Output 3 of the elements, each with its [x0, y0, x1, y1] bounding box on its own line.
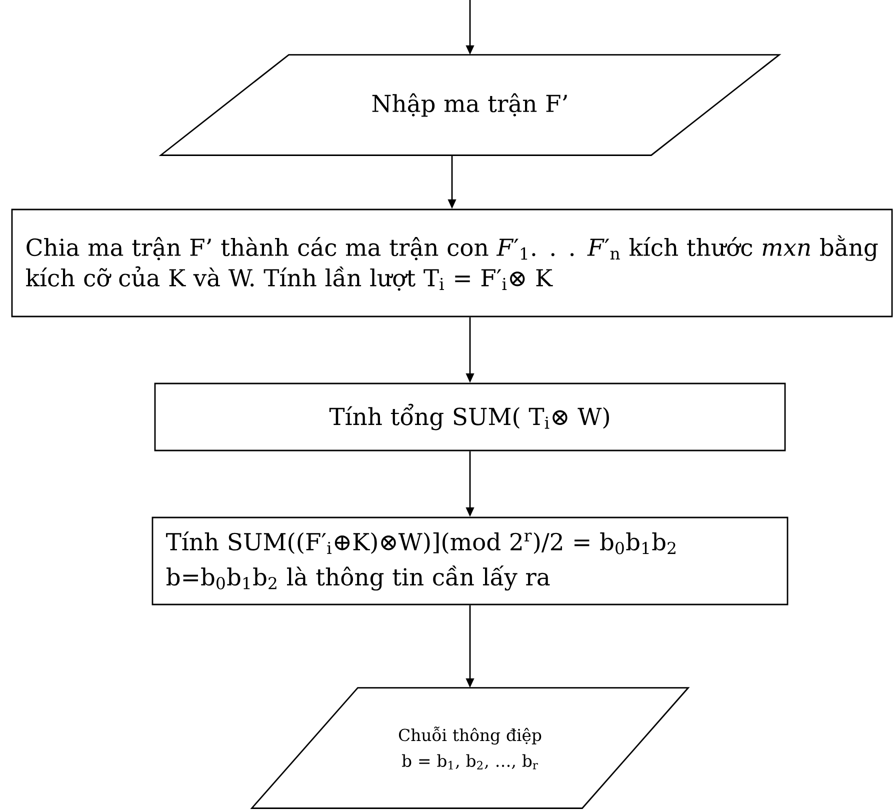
process-box: Chia ma trận F’ thành các ma trận con F′$_{1}$. . . F′$_{n}$ kích thước mxn bằng kích cỡ của K và W. Tính lần lượt T$_{i}$ = F′$_{i}$⊗ K [11, 208, 893, 318]
process-box: Tính SUM((F′$_{i}$⊕K)⊗W)](mod 2$^{r}$)/2 = b$_{0}$b$_{1}$b$_{2}$ b=b$_{0}$b$_{1}$b$_{2}$ là thông tin cần lấy ra [152, 516, 788, 606]
process-box: Tính tổng SUM( T$_{i}$⊗ W) [154, 382, 786, 452]
